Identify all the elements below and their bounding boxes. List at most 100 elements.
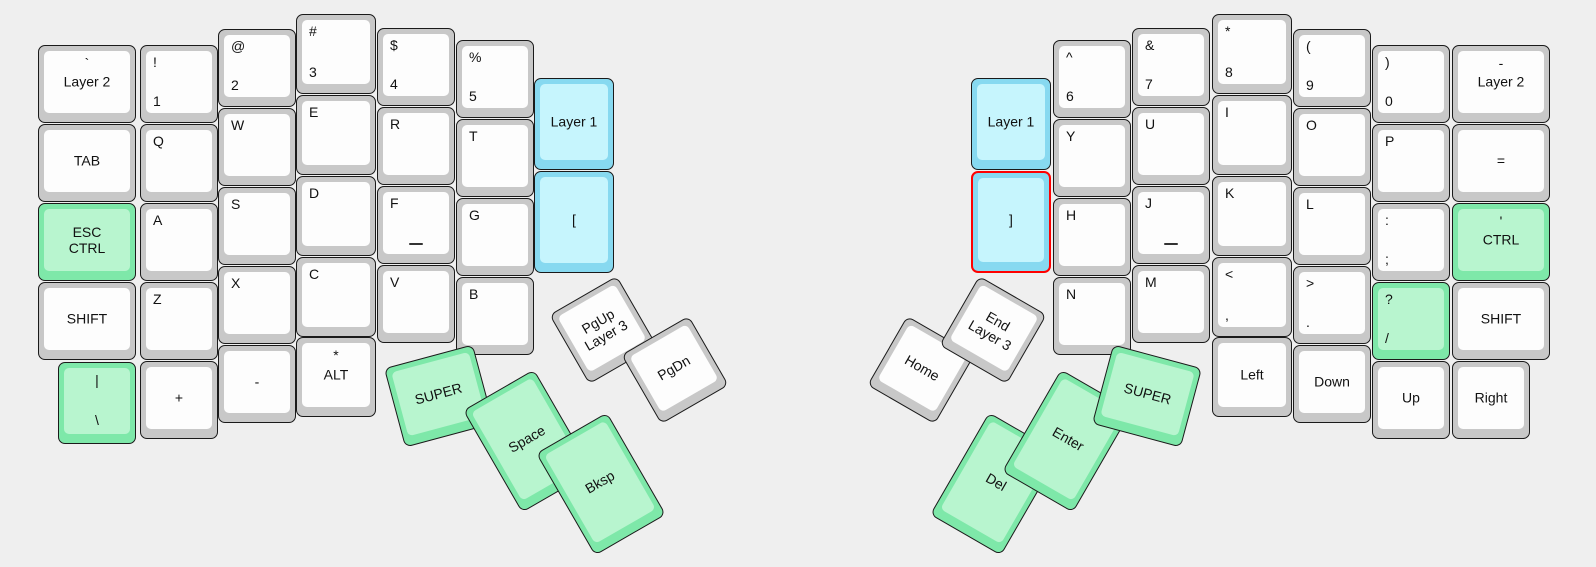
key-left-g[interactable]: G — [456, 198, 534, 276]
keycap-surface: Left — [1218, 343, 1286, 407]
key-right-y[interactable]: Y — [1053, 119, 1131, 197]
legend-center: - — [254, 373, 260, 390]
key-left-t[interactable]: T — [456, 119, 534, 197]
key-right-7[interactable]: &7 — [1132, 28, 1210, 106]
key-right-minus-layer2[interactable]: -Layer 2 — [1452, 45, 1550, 123]
key-left-minus[interactable]: - — [218, 345, 296, 423]
key-right-k[interactable]: K — [1212, 176, 1292, 256]
keycap-surface: X — [224, 272, 290, 334]
legend-center: = — [1496, 152, 1506, 169]
legend-top-left: E — [309, 104, 319, 120]
key-right-i[interactable]: I — [1212, 95, 1292, 175]
keycap-surface: Bksp — [544, 420, 656, 544]
key-left-c[interactable]: C — [296, 257, 376, 337]
key-left-grave-layer2[interactable]: `Layer 2 — [38, 45, 136, 123]
legend-top-left: D — [309, 185, 320, 201]
legend-center: CTRL — [1482, 231, 1520, 248]
key-left-pipe-backslash[interactable]: |\ — [58, 362, 136, 444]
legend-bottom-left: 8 — [1225, 64, 1233, 80]
legend-center: Layer 1 — [987, 113, 1035, 130]
key-left-v[interactable]: V — [377, 265, 455, 343]
key-left-b[interactable]: B — [456, 277, 534, 355]
keycap-surface: @2 — [224, 35, 290, 97]
key-left-tab[interactable]: TAB — [38, 124, 136, 202]
key-left-shift[interactable]: SHIFT — [38, 282, 136, 360]
legend-center: SHIFT — [1480, 310, 1522, 327]
keycap-surface: ESC CTRL — [44, 209, 130, 271]
keycap-surface: R — [383, 113, 449, 175]
key-right-semicolon[interactable]: :; — [1372, 203, 1450, 281]
legend-center: ] — [1009, 211, 1013, 228]
keycap-surface: A — [146, 209, 212, 271]
key-left-lbracket[interactable]: [ — [534, 171, 614, 273]
key-left-e[interactable]: E — [296, 95, 376, 175]
key-left-f[interactable]: F — [377, 186, 455, 264]
key-left-d[interactable]: D — [296, 176, 376, 256]
key-right-n[interactable]: N — [1053, 277, 1131, 355]
key-left-3[interactable]: #3 — [296, 14, 376, 94]
keycap-surface: H — [1059, 204, 1125, 266]
key-right-6[interactable]: ^6 — [1053, 40, 1131, 118]
key-left-5[interactable]: %5 — [456, 40, 534, 118]
key-right-left[interactable]: Left — [1212, 337, 1292, 417]
legend-top-left: A — [153, 212, 163, 228]
key-right-right[interactable]: Right — [1452, 361, 1530, 439]
key-right-j[interactable]: J — [1132, 186, 1210, 264]
key-right-down[interactable]: Down — [1293, 345, 1371, 423]
keycap-surface: Down — [1299, 351, 1365, 413]
key-left-a[interactable]: A — [140, 203, 218, 281]
keycap-surface: L — [1299, 193, 1365, 255]
key-right-quote-ctrl[interactable]: = — [1452, 124, 1550, 202]
key-left-s[interactable]: S — [218, 187, 296, 265]
key-right-l[interactable]: L — [1293, 187, 1371, 265]
legend-bottom-left: 2 — [231, 77, 239, 93]
key-right-0[interactable]: )0 — [1372, 45, 1450, 123]
legend-center: Up — [1402, 389, 1420, 406]
key-left-4[interactable]: $4 — [377, 28, 455, 106]
keycap-surface: + — [146, 367, 212, 429]
legend-bottom-left: 7 — [1145, 76, 1153, 92]
keycap-surface: Y — [1059, 125, 1125, 187]
key-left-2[interactable]: @2 — [218, 29, 296, 107]
key-right-ctrl[interactable]: 'CTRL — [1452, 203, 1550, 281]
key-left-w[interactable]: W — [218, 108, 296, 186]
key-left-x[interactable]: X — [218, 266, 296, 344]
key-right-shift[interactable]: SHIFT — [1452, 282, 1550, 360]
key-left-plus[interactable]: + — [140, 361, 218, 439]
key-right-m[interactable]: M — [1132, 265, 1210, 343]
keycap-surface: (9 — [1299, 35, 1365, 97]
keycap-surface: SHIFT — [1458, 288, 1544, 350]
key-right-period[interactable]: >. — [1293, 266, 1371, 344]
key-right-up[interactable]: Up — [1372, 361, 1450, 439]
key-left-q[interactable]: Q — [140, 124, 218, 202]
key-right-u[interactable]: U — [1132, 107, 1210, 185]
key-right-9[interactable]: (9 — [1293, 29, 1371, 107]
key-right-8[interactable]: *8 — [1212, 14, 1292, 94]
legend-center: Bksp — [582, 467, 618, 497]
key-left-z[interactable]: Z — [140, 282, 218, 360]
keycap-surface: Layer 1 — [977, 84, 1045, 160]
legend-center: Layer 1 — [550, 113, 598, 130]
key-right-slash[interactable]: ?/ — [1372, 282, 1450, 360]
key-left-alt[interactable]: *ALT — [296, 337, 376, 417]
legend-top-left: S — [231, 196, 241, 212]
legend-top-left: C — [309, 266, 320, 282]
homing-bar-icon — [409, 243, 423, 245]
key-right-rbracket[interactable]: ] — [971, 171, 1051, 273]
legend-top-center: - — [1498, 55, 1504, 71]
key-right-layer1[interactable]: Layer 1 — [971, 78, 1051, 170]
legend-center-multiline: End Layer 3 — [965, 308, 1015, 354]
key-left-1[interactable]: !1 — [140, 45, 218, 123]
key-right-o[interactable]: O — [1293, 108, 1371, 186]
key-right-h[interactable]: H — [1053, 198, 1131, 276]
key-left-r[interactable]: R — [377, 107, 455, 185]
keycap-surface: O — [1299, 114, 1365, 176]
key-right-p[interactable]: P — [1372, 124, 1450, 202]
legend-bottom-left: 1 — [153, 93, 161, 109]
keycap-surface: $4 — [383, 34, 449, 96]
legend-top-left: ( — [1306, 38, 1311, 54]
key-right-comma[interactable]: <, — [1212, 257, 1292, 337]
keycap-surface: ] — [978, 178, 1044, 262]
key-left-esc-ctrl[interactable]: ESC CTRL — [38, 203, 136, 281]
key-left-layer1[interactable]: Layer 1 — [534, 78, 614, 170]
